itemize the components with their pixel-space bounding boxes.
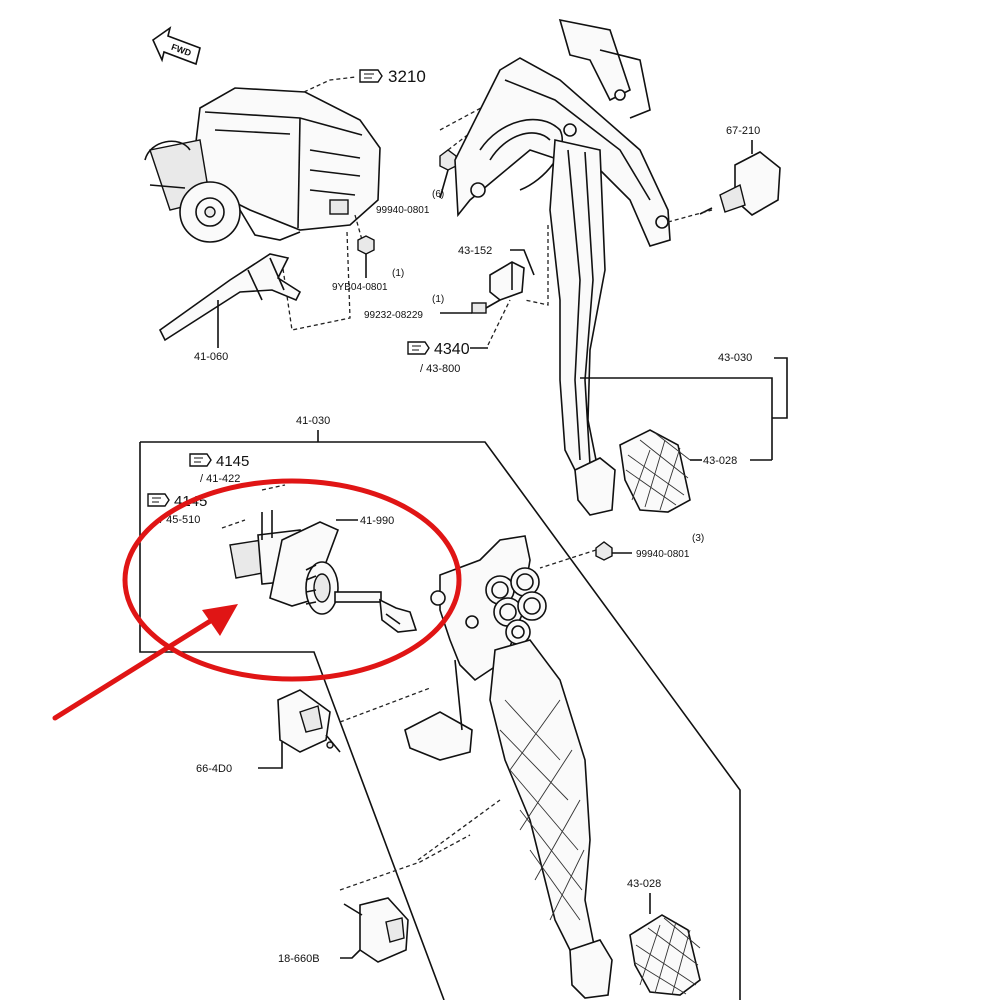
part-18-660b <box>343 897 409 963</box>
page-reference-icon <box>147 493 170 507</box>
page-reference-icon <box>407 341 430 355</box>
label-99940-0801-top: 99940-0801 <box>376 205 430 216</box>
label-9yb04-0801: 9YB04-0801 <box>332 282 388 293</box>
part-43-152 <box>489 261 525 301</box>
ref-4145: 4145 <box>216 453 249 470</box>
label-41-990: 41-990 <box>360 515 394 527</box>
bolt-99232 <box>471 299 501 314</box>
label-41-422: / 41-422 <box>200 473 240 485</box>
label-67-210: 67-210 <box>726 125 760 137</box>
part-43-028-upper <box>619 429 691 513</box>
highlight-ellipse <box>122 478 462 682</box>
qty-9yb04: (1) <box>392 268 404 279</box>
page-reference-icon <box>189 453 212 467</box>
label-18-660b: 18-660B <box>278 953 320 965</box>
page-reference-icon <box>359 69 383 83</box>
label-66-4d0: 66-4D0 <box>196 763 232 775</box>
label-43-800: / 43-800 <box>420 363 460 375</box>
part-66-4d0 <box>277 689 341 753</box>
label-43-028-lower: 43-028 <box>627 878 661 890</box>
part-43-030 <box>549 139 616 516</box>
brake-booster-assembly <box>144 87 381 243</box>
label-43-152: 43-152 <box>458 245 492 257</box>
qty-99940-top: (6) <box>432 189 444 200</box>
clutch-pedal-arm <box>489 639 613 999</box>
label-99232-08229: 99232-08229 <box>364 310 423 321</box>
nut-99940-top <box>439 149 457 171</box>
label-41-030: 41-030 <box>296 415 330 427</box>
label-99940-0801-lower: 99940-0801 <box>636 549 690 560</box>
part-41-990 <box>229 510 418 633</box>
label-43-028-upper: 43-028 <box>703 455 737 467</box>
label-43-030: 43-030 <box>718 352 752 364</box>
forward-arrow-icon: FWD <box>151 26 201 66</box>
part-41-060 <box>158 253 302 342</box>
assembly-frame <box>140 441 741 1000</box>
qty-99940-lower: (3) <box>692 533 704 544</box>
part-43-028-lower <box>629 914 701 996</box>
nut-99940-lower <box>595 541 613 561</box>
highlight-arrow <box>52 604 238 721</box>
part-67-210 <box>699 140 781 216</box>
nut-9yb04 <box>357 235 375 255</box>
label-41-060: 41-060 <box>194 351 228 363</box>
ref-3210: 3210 <box>388 67 426 86</box>
label-45-510: / 45-510 <box>160 514 200 526</box>
ref-4340: 4340 <box>434 341 470 358</box>
qty-99232: (1) <box>432 294 444 305</box>
clutch-pedal-bracket <box>404 535 547 761</box>
